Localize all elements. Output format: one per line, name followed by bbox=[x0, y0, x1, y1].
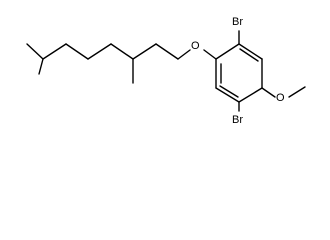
chain-bond-6 bbox=[110, 43, 134, 60]
chain-bond-4 bbox=[65, 43, 89, 60]
chain-to-oxygen-bond bbox=[177, 49, 191, 60]
ring-to-methoxy-oxygen-bond bbox=[261, 87, 276, 98]
chain-bond-8 bbox=[132, 43, 157, 60]
chain-bond-9 bbox=[155, 43, 179, 60]
chain-bond-2 bbox=[38, 58, 44, 75]
oxygen-to-ring-bond bbox=[203, 49, 217, 60]
ether-oxygen-label: O bbox=[191, 40, 200, 52]
ring-bond-4 bbox=[238, 87, 263, 103]
chain-bond-3 bbox=[42, 43, 67, 60]
benzene-ring bbox=[215, 43, 263, 103]
chemical-structure: O Br Br O bbox=[26, 16, 306, 126]
chain-bond-1 bbox=[26, 43, 44, 60]
chain-bond-5 bbox=[87, 43, 112, 60]
methoxy-methyl-bond bbox=[288, 86, 306, 98]
ring-bond-1 bbox=[215, 43, 240, 60]
ring-bond-2 bbox=[238, 43, 263, 60]
br-bottom-label: Br bbox=[232, 114, 243, 126]
ring-double-bond-1 bbox=[239, 48, 259, 62]
ring-bond-5 bbox=[215, 87, 240, 103]
alkyl-chain bbox=[26, 43, 191, 84]
br-top-label: Br bbox=[232, 16, 243, 28]
methoxy-oxygen-label: O bbox=[276, 92, 285, 104]
ring-double-bond-2 bbox=[219, 85, 239, 98]
